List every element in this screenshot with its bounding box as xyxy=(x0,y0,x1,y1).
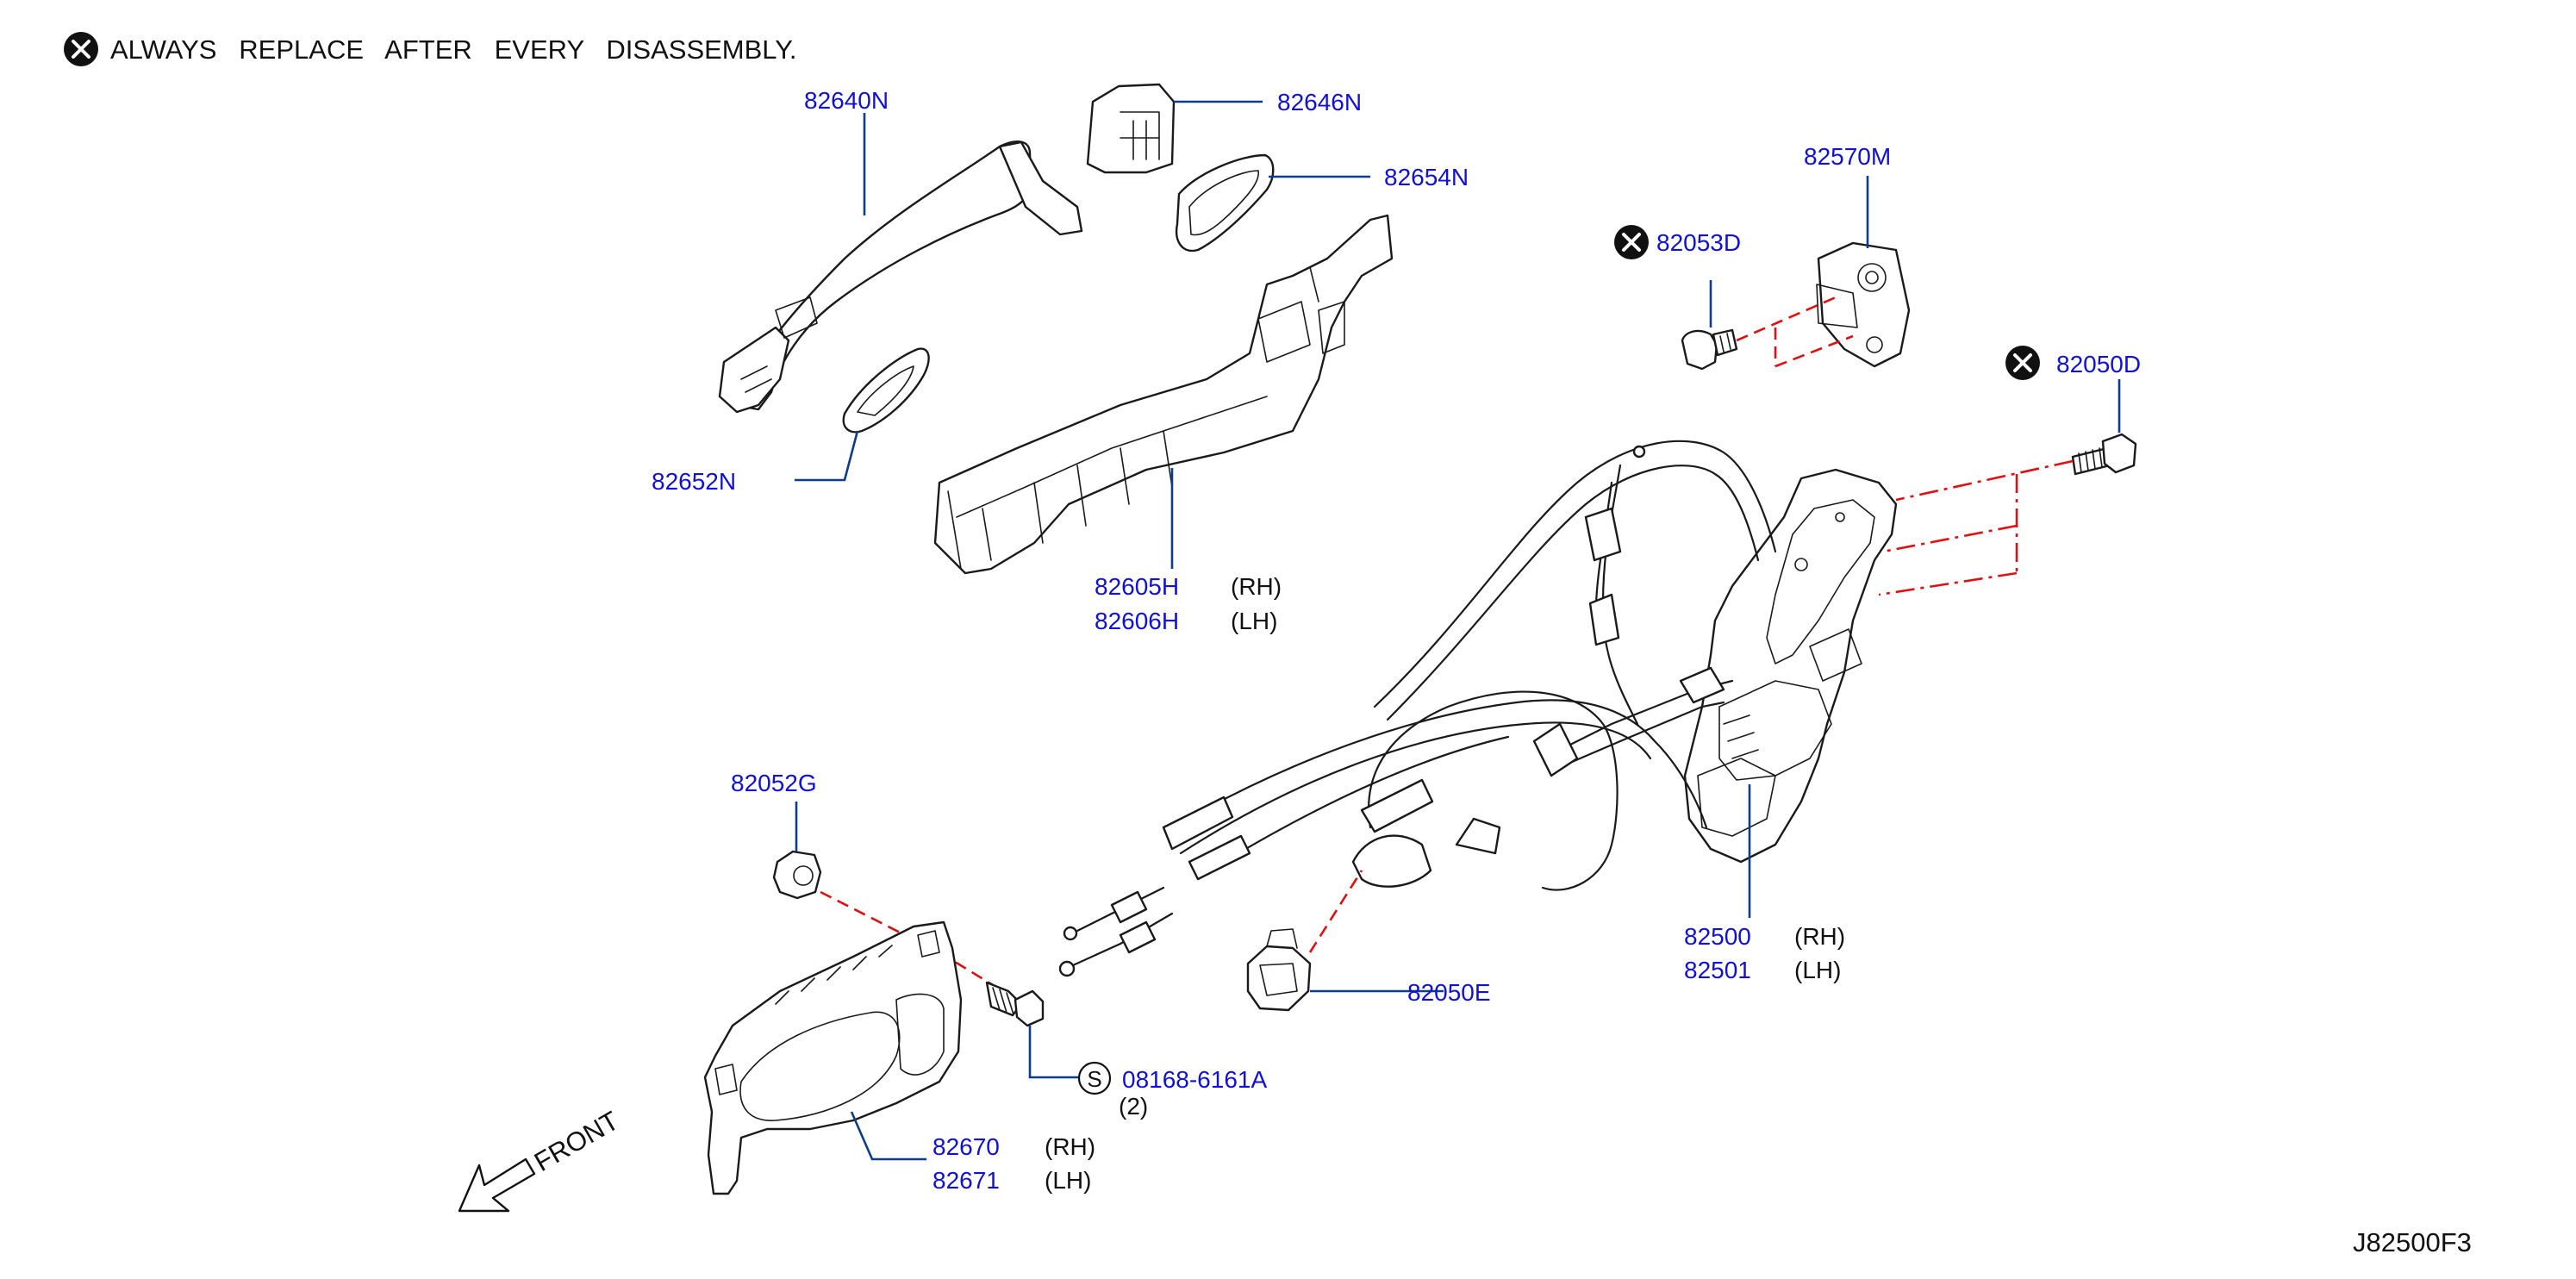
gasket-82654N xyxy=(1175,153,1275,253)
gasket-82652N xyxy=(842,347,930,434)
qualifier-82605H-rh: (RH) xyxy=(1231,573,1282,600)
label-82050D: 82050D xyxy=(2056,351,2141,377)
qualifier-82501-lh: (LH) xyxy=(1794,957,1841,983)
qualifier-82500-rh: (RH) xyxy=(1794,923,1845,950)
leader-08168 xyxy=(1028,1026,1080,1079)
bolt-08168-6161A xyxy=(985,981,1045,1027)
handle-bracket-82605H xyxy=(933,214,1394,575)
label-82671: 82671 xyxy=(932,1167,1000,1194)
mating-82052G-handle xyxy=(820,890,1018,1001)
mating-82053D-82570M xyxy=(1736,296,1854,368)
label-82501: 82501 xyxy=(1684,957,1751,983)
mating-82050E-cable xyxy=(1308,870,1363,953)
leader-82652N xyxy=(795,430,859,482)
s-icon-letter: S xyxy=(1087,1066,1101,1092)
clip-82050E xyxy=(1246,928,1312,1012)
label-82654N: 82654N xyxy=(1384,164,1469,190)
lock-cables xyxy=(1058,440,1777,977)
replace-note-text: ALWAYS REPLACE AFTER EVERY DISASSEMBLY. xyxy=(110,34,797,65)
qualifier-82671-lh: (LH) xyxy=(1045,1167,1091,1194)
label-82605H: 82605H xyxy=(1095,573,1179,600)
bolt-82050D xyxy=(2071,433,2137,476)
qualifier-82606H-lh: (LH) xyxy=(1231,608,1277,634)
label-82500: 82500 xyxy=(1684,923,1751,950)
label-82646N: 82646N xyxy=(1277,89,1362,115)
label-82053D: 82053D xyxy=(1656,229,1741,256)
replace-note: ALWAYS REPLACE AFTER EVERY DISASSEMBLY. xyxy=(64,32,797,66)
cap-82646N xyxy=(1086,83,1176,174)
label-82052G: 82052G xyxy=(731,770,817,796)
s-icon xyxy=(1077,1061,1112,1095)
outside-handle-82640N xyxy=(718,140,1083,414)
inside-handle-82670 xyxy=(703,920,963,1195)
label-82640N: 82640N xyxy=(804,87,889,114)
label-08168-6161A: 08168-6161A xyxy=(1122,1066,1267,1093)
label-82670: 82670 xyxy=(932,1133,1000,1160)
qualifier-82670-rh: (RH) xyxy=(1045,1133,1095,1160)
label-82050E: 82050E xyxy=(1407,979,1491,1006)
diagram-code: J82500F3 xyxy=(2353,1227,2472,1257)
front-arrow-icon xyxy=(458,1157,536,1213)
label-82570M: 82570M xyxy=(1804,143,1891,170)
screw-82053D xyxy=(1681,328,1738,371)
label-82606H: 82606H xyxy=(1095,608,1179,634)
label-82652N: 82652N xyxy=(652,468,736,495)
front-label: FRONT xyxy=(529,1105,624,1177)
striker-82570M xyxy=(1816,241,1911,368)
front-arrow: FRONT xyxy=(458,1105,624,1213)
leader-82670 xyxy=(850,1111,926,1161)
mating-82050D-lock xyxy=(1878,459,2074,596)
cap-82052G xyxy=(772,850,822,900)
door-lock-actuator-82500 xyxy=(1683,468,1898,864)
qualifier-08168-qty: (2) xyxy=(1119,1093,1148,1120)
